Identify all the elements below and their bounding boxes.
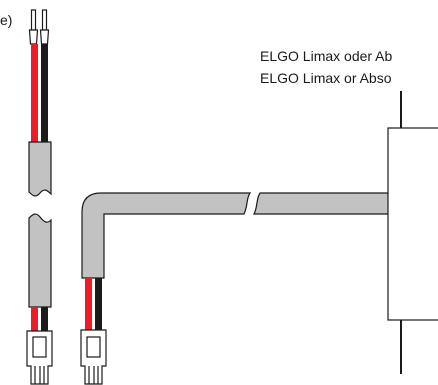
wire-red-top — [31, 44, 38, 142]
wire-red-bottom — [31, 307, 38, 331]
left-cable-assembly — [26, 9, 53, 385]
cable-jacket-lower — [28, 213, 52, 308]
wire-black-sensor — [95, 278, 102, 330]
cable-jacket-right — [253, 192, 390, 215]
cable-jacket-upper — [28, 141, 52, 197]
sensor-connector — [80, 329, 107, 385]
sensor-label-de: ELGO Limax oder Ab — [260, 48, 393, 64]
sensor-cable-assembly — [80, 192, 390, 385]
panel-tag: e) — [0, 12, 13, 28]
sensor-label-en: ELGO Limax or Abso — [260, 70, 392, 86]
top-wire-ferrules — [28, 9, 50, 45]
wire-red-sensor — [85, 278, 92, 330]
left-connector — [26, 330, 53, 385]
wire-black-top — [41, 44, 48, 142]
sensor-box — [387, 91, 438, 374]
wire-black-bottom — [41, 307, 48, 331]
cable-jacket-bent — [81, 192, 252, 279]
